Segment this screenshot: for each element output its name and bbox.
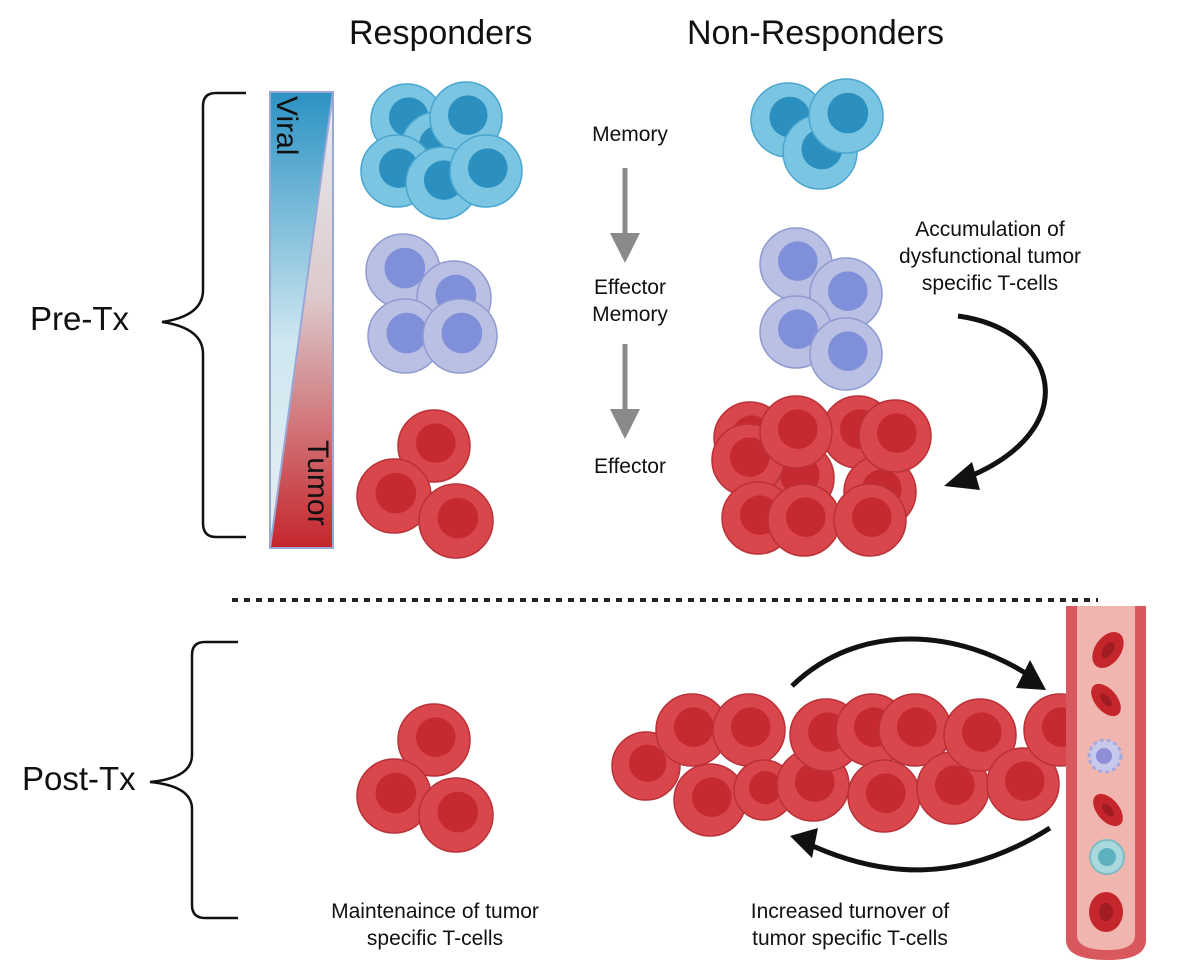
turnover-bottom-arrow [802,825,1052,873]
accumulation-line-2: dysfunctional tumor [898,245,1082,268]
vessel-rbc-center [1099,642,1115,921]
post-tx-label: Post-Tx [22,760,136,797]
effector-memory-stage-label: Effector Memory [560,274,700,328]
non-responder-memory-cluster [750,78,884,190]
post-non-responder-effector-chain-cell [986,747,1060,821]
non-responder-effector-cluster [711,395,932,557]
maintenance-line-2: specific T-cells [366,927,504,950]
accumulation-line-3: specific T-cells [921,272,1059,295]
non-responder-effector-cell [759,395,833,469]
turnover-line-1: Increased turnover of [750,900,950,923]
pre-tx-bracket [161,91,246,539]
post-non-responder-effector-chain [611,693,1097,837]
turnover-bottom-arrowhead [790,828,818,858]
accumulation-arrow [957,313,1048,481]
post-non-responder-effector-chain-cell [712,693,786,767]
responder-effector-cluster [356,409,494,559]
effector-stage-label: Effector [594,455,666,478]
post-non-responder-effector-chain-cell [878,693,952,767]
post-non-responder-effector-chain-cell [943,698,1017,772]
responder-effector-memory-cell [422,298,498,374]
responder-memory-cell [449,134,523,208]
non-responder-effector-cell [858,399,932,473]
non-responder-effector-cell [767,483,841,557]
viral-label: Viral [270,96,303,156]
effector-memory-line-1: Effector [594,276,666,299]
post-non-responder-effector-chain-cell [847,759,921,833]
responder-memory-cluster [360,81,523,220]
vessel-lymphocyte [1089,839,1125,875]
turnover-line-2: tumor specific T-cells [752,927,948,950]
post-tx-bracket [149,640,238,920]
memory-stage-label: Memory [592,123,668,146]
post-responder-effector-cell [356,758,432,834]
turnover-top-arrow [790,636,1032,688]
maintenance-line-1: Maintenaince of tumor [331,900,539,923]
vessel-monocyte [1087,738,1123,774]
viral-tumor-gradient-bar [269,91,334,549]
responder-effector-cell [356,458,432,534]
blood-vessel [1066,606,1146,960]
effector-memory-line-2: Memory [592,303,668,326]
turnover-top-arrowhead [1016,660,1046,690]
post-responder-effector-cluster [356,703,494,853]
non-responder-effector-memory-cell [809,257,883,331]
cell-groups [356,78,1097,853]
responders-header: Responders [349,14,533,52]
responder-effector-cell [397,409,471,483]
post-responder-effector-cell [397,703,471,777]
curved-arrows [790,313,1052,873]
accumulation-arrowhead [944,462,980,490]
tumor-label: Tumor [301,440,334,526]
responder-effector-memory-cluster [365,233,498,374]
maintenance-note: Maintenaince of tumor specific T-cells [300,898,570,952]
non-responders-header: Non-Responders [687,14,945,52]
non-responder-memory-cell [808,78,884,154]
non-responder-effector-memory-cluster [759,227,883,391]
accumulation-line-1: Accumulation of [915,218,1065,241]
pre-tx-label: Pre-Tx [30,300,129,337]
responder-effector-cell [418,483,494,559]
turnover-note: Increased turnover of tumor specific T-c… [715,898,985,952]
accumulation-note: Accumulation of dysfunctional tumor spec… [870,216,1110,297]
post-responder-effector-cell [418,777,494,853]
non-responder-effector-cell [833,483,907,557]
non-responder-effector-memory-cell [809,317,883,391]
